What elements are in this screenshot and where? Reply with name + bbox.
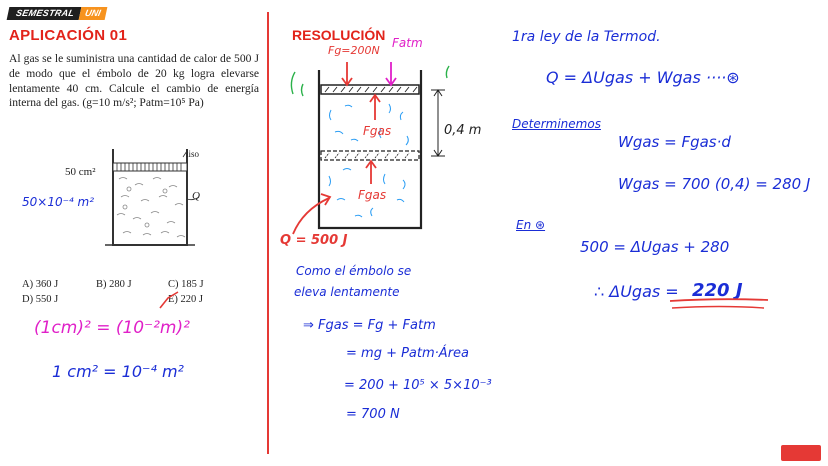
- badge-uni: UNI: [78, 7, 108, 20]
- resolution-title: RESOLUCIÓN: [292, 27, 386, 43]
- q-label: Q: [192, 190, 200, 202]
- fgas-label-top: Fgas: [363, 124, 392, 138]
- law-title: 1ra ley de la Termod.: [512, 29, 661, 45]
- badge-semestral: SEMESTRAL: [6, 7, 82, 20]
- liso-label: liso: [186, 149, 200, 159]
- option-c[interactable]: C) 185 J: [168, 279, 204, 290]
- note-line-4: = mg + Patm·Área: [346, 346, 469, 361]
- fgas-label-bottom: Fgas: [358, 188, 387, 202]
- piston: [112, 162, 188, 172]
- work-calculation: Wgas = 700 (0,4) = 280 J: [618, 175, 811, 193]
- piston-hatch: [116, 163, 182, 171]
- resolution-diagram: [290, 62, 450, 235]
- res-gas-texture: [328, 103, 409, 218]
- page-title: APLICACIÓN 01: [9, 27, 128, 44]
- substitution-label: En ⊛: [516, 218, 546, 232]
- res-piston-top: [320, 84, 420, 95]
- note-line-1: Como el émbolo se: [296, 264, 412, 278]
- problem-statement: Al gas se le suministra una cantidad de …: [9, 52, 259, 110]
- handwritten-area: 50×10⁻⁴ m²: [22, 195, 95, 209]
- note-line-2: eleva lentamente: [294, 285, 400, 299]
- semester-badge: SEMESTRAL UNI: [6, 7, 108, 20]
- determine-label: Determinemos: [512, 117, 601, 131]
- conversion-line-1: (1cm)² = (10⁻²m)²: [34, 318, 190, 338]
- gas-texture: [116, 177, 186, 238]
- substitution: 500 = ΔUgas + 280: [580, 238, 730, 256]
- res-piston-bottom: [320, 150, 420, 161]
- res-container: [317, 70, 423, 230]
- option-a[interactable]: A) 360 J: [22, 279, 59, 290]
- law-equation: Q = ΔUgas + Wgas ····⊛: [546, 68, 740, 87]
- option-d[interactable]: D) 550 J: [22, 294, 59, 305]
- work-definition: Wgas = Fgas·d: [618, 133, 731, 151]
- option-b[interactable]: B) 280 J: [96, 279, 132, 290]
- answer-check-mark: [159, 291, 179, 309]
- brand-logo: [781, 445, 821, 461]
- heat-label: Q = 500 J: [280, 233, 348, 248]
- note-line-3: ⇒ Fgas = Fg + Fatm: [303, 318, 436, 333]
- fg-label: Fg=200N: [328, 44, 380, 57]
- note-line-5: = 200 + 10⁵ × 5×10⁻³: [344, 378, 492, 393]
- conversion-line-2: 1 cm² = 10⁻⁴ m²: [52, 362, 184, 381]
- fatm-label: Fatm: [392, 36, 423, 50]
- note-line-6: = 700 N: [346, 407, 400, 422]
- area-label: 50 cm²: [65, 166, 96, 178]
- answer-value: 220 J: [692, 280, 743, 301]
- answer-underline: [669, 298, 769, 309]
- answer-prefix: ∴ ΔUgas =: [594, 282, 679, 301]
- option-e[interactable]: E) 220 J: [168, 294, 204, 305]
- height-label: 0,4 m: [444, 123, 482, 138]
- container-figure: [105, 149, 200, 246]
- column-divider: [267, 12, 269, 454]
